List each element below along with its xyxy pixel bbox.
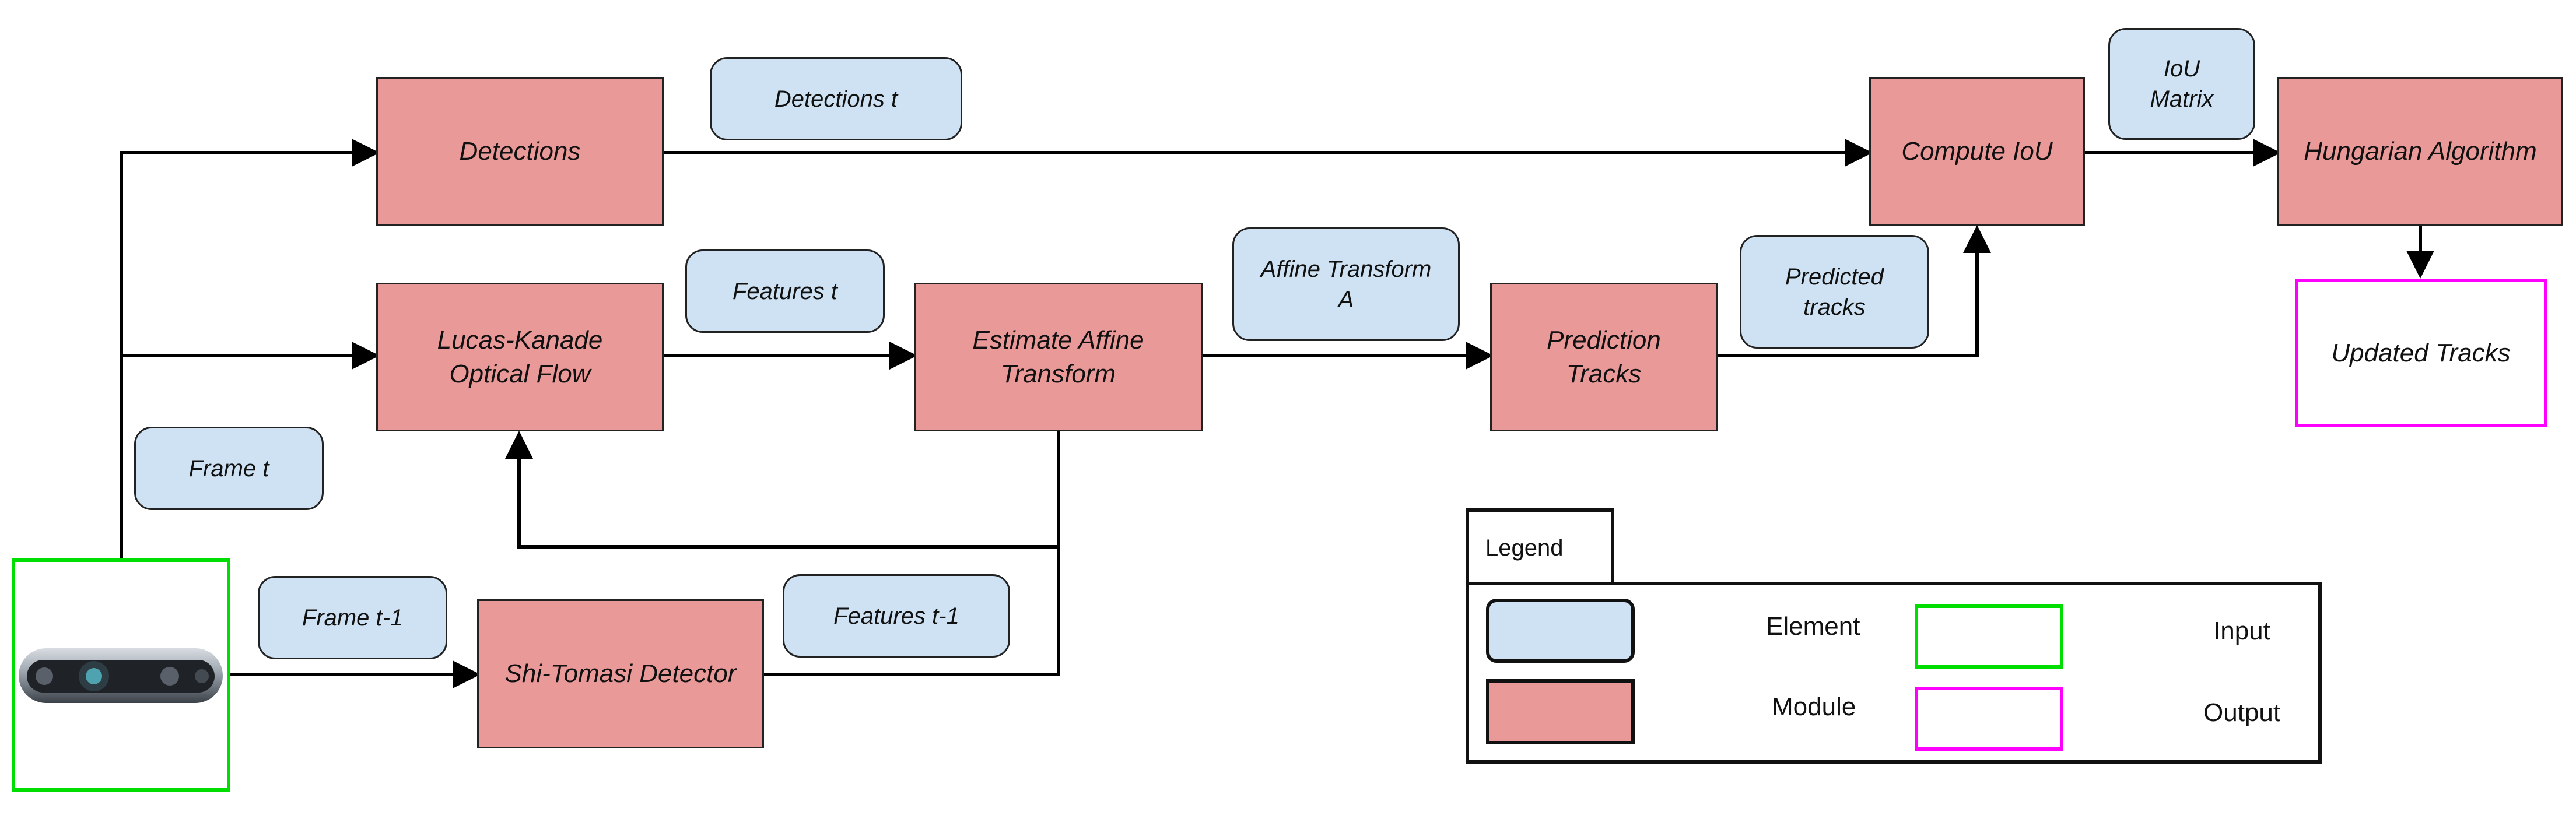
- output-updated-tracks: Updated Tracks: [2295, 279, 2547, 427]
- element-frame-t1: Frame t-1: [258, 576, 447, 659]
- module-estimate-affine: Estimate Affine Transform: [914, 283, 1203, 431]
- arrow-prediction-to-iou: [1718, 225, 1991, 357]
- module-prediction-tracks: Prediction Tracks: [1490, 283, 1718, 431]
- legend-label-module: Module: [1772, 693, 1856, 721]
- element-predicted-tracks: Predicted tracks: [1740, 235, 1929, 349]
- arrow-feedback-to-lucas-kanade: [505, 431, 1059, 549]
- element-features-t1: Features t-1: [783, 574, 1010, 658]
- legend-swatch-input: [1915, 604, 2063, 669]
- legend-box: [1466, 582, 2322, 764]
- arrow-shi-tomasi-to-lucas-kanade: [764, 431, 1060, 676]
- legend-swatch-module: [1486, 679, 1635, 744]
- legend-swatch-output: [1915, 687, 2063, 751]
- legend-swatch-element: [1486, 599, 1635, 663]
- legend-label-output: Output: [2203, 698, 2281, 727]
- legend-label-input: Input: [2213, 617, 2270, 645]
- input-camera-frame: [12, 558, 230, 792]
- element-affine-transform: Affine Transform A: [1232, 227, 1460, 341]
- module-detections: Detections: [376, 77, 664, 226]
- module-lucas-kanade: Lucas-Kanade Optical Flow: [376, 283, 664, 431]
- element-iou-matrix: IoU Matrix: [2108, 28, 2255, 140]
- legend-title: Legend: [1466, 508, 1614, 584]
- element-features-t: Features t: [685, 249, 885, 333]
- element-frame-t: Frame t: [134, 427, 324, 510]
- module-shi-tomasi: Shi-Tomasi Detector: [477, 599, 764, 748]
- module-hungarian: Hungarian Algorithm: [2277, 77, 2563, 226]
- legend-label-element: Element: [1766, 612, 1860, 641]
- depth-camera-icon: [19, 648, 223, 703]
- element-detections-t: Detections t: [710, 57, 962, 140]
- module-compute-iou: Compute IoU: [1869, 77, 2085, 226]
- arrow-camera-to-detections: [120, 139, 380, 558]
